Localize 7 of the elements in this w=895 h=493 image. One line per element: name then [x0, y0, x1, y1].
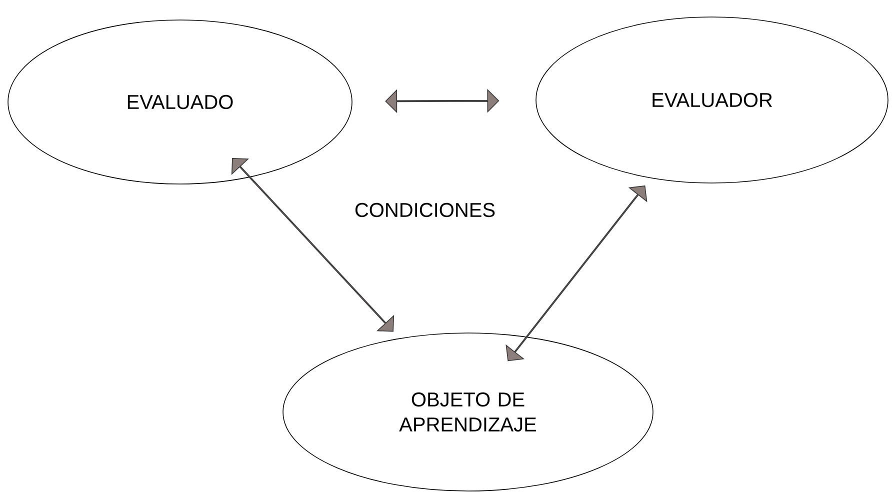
ellipse-node: OBJETO DE APRENDIZAJE — [282, 332, 654, 492]
ellipse-node: EVALUADOR — [536, 16, 888, 184]
text-label: CONDICIONES — [355, 202, 495, 218]
block-arrow — [506, 185, 648, 362]
block-arrow — [385, 88, 500, 114]
block-arrow — [231, 158, 394, 332]
ellipse-node: EVALUADO — [8, 20, 352, 184]
